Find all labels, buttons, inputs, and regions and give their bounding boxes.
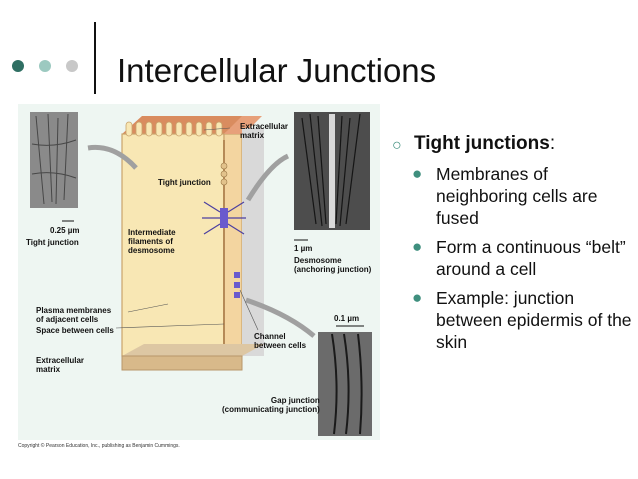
list-item: ● Membranes of neighboring cells are fus…: [392, 163, 632, 229]
label-scale-0-25: 0.25 µm: [50, 226, 80, 235]
dot-icon-1: [12, 60, 24, 72]
desmosome-plaque: [220, 208, 228, 228]
adjacent-cell-side: [242, 128, 264, 356]
label-tight-junction-inner: Tight junction: [158, 178, 211, 187]
sub-bullet-text: Example: junction between epidermis of t…: [436, 288, 632, 352]
hollow-circle-bullet-icon: ○: [392, 137, 402, 154]
label-tight-junction-caption: Tight junction: [26, 238, 79, 247]
bullet-list: ○ Tight junctions: ● Membranes of neighb…: [392, 132, 632, 360]
gap-junction-micrograph: [318, 332, 372, 436]
label-channel-between-cells: Channel between cells: [254, 332, 307, 350]
intercellular-junctions-figure: Extracellular matrix Tight junction 0.25…: [18, 104, 380, 440]
label-scale-0-1um: 0.1 µm: [334, 314, 360, 323]
sub-bullet-list: ● Membranes of neighboring cells are fus…: [392, 163, 632, 353]
dot-icon-3: [66, 60, 78, 72]
sub-bullet-text: Form a continuous “belt” around a cell: [436, 237, 626, 279]
junction-diagram: [30, 112, 372, 436]
label-extracellular-matrix-top: Extracellular matrix: [240, 122, 289, 140]
main-bullet-term: Tight junctions: [414, 133, 550, 154]
main-bullet: ○ Tight junctions:: [392, 132, 632, 155]
slide-title: Intercellular Junctions: [117, 52, 437, 89]
list-item: ● Form a continuous “belt” around a cell: [392, 236, 632, 280]
label-plasma-membranes: Plasma membranes of adjacent cells: [36, 306, 112, 324]
extracellular-matrix-base: [121, 355, 243, 371]
filled-circle-bullet-icon: ●: [412, 288, 423, 307]
label-intermediate-filaments: Intermediate filaments of desmosome: [128, 228, 176, 255]
label-desmosome-caption: Desmosome (anchoring junction): [294, 256, 372, 274]
tight-junction-micrograph: [30, 112, 78, 208]
label-extracellular-matrix-bottom: Extracellular matrix: [36, 356, 85, 374]
label-scale-1um: 1 µm: [294, 244, 313, 253]
filled-circle-bullet-icon: ●: [412, 164, 423, 183]
sub-bullet-text: Membranes of neighboring cells are fused: [436, 164, 598, 228]
label-gap-junction-caption: Gap junction (communicating junction): [222, 396, 320, 414]
title-divider: [94, 22, 96, 94]
list-item: ● Example: junction between epidermis of…: [392, 287, 632, 353]
main-bullet-colon: :: [549, 133, 556, 154]
filled-circle-bullet-icon: ●: [412, 237, 423, 256]
decorative-dots: [12, 60, 82, 74]
dot-icon-2: [39, 60, 51, 72]
figure-credit: Copyright © Pearson Education, Inc., pub…: [18, 443, 180, 449]
label-space-between-cells: Space between cells: [36, 326, 114, 335]
